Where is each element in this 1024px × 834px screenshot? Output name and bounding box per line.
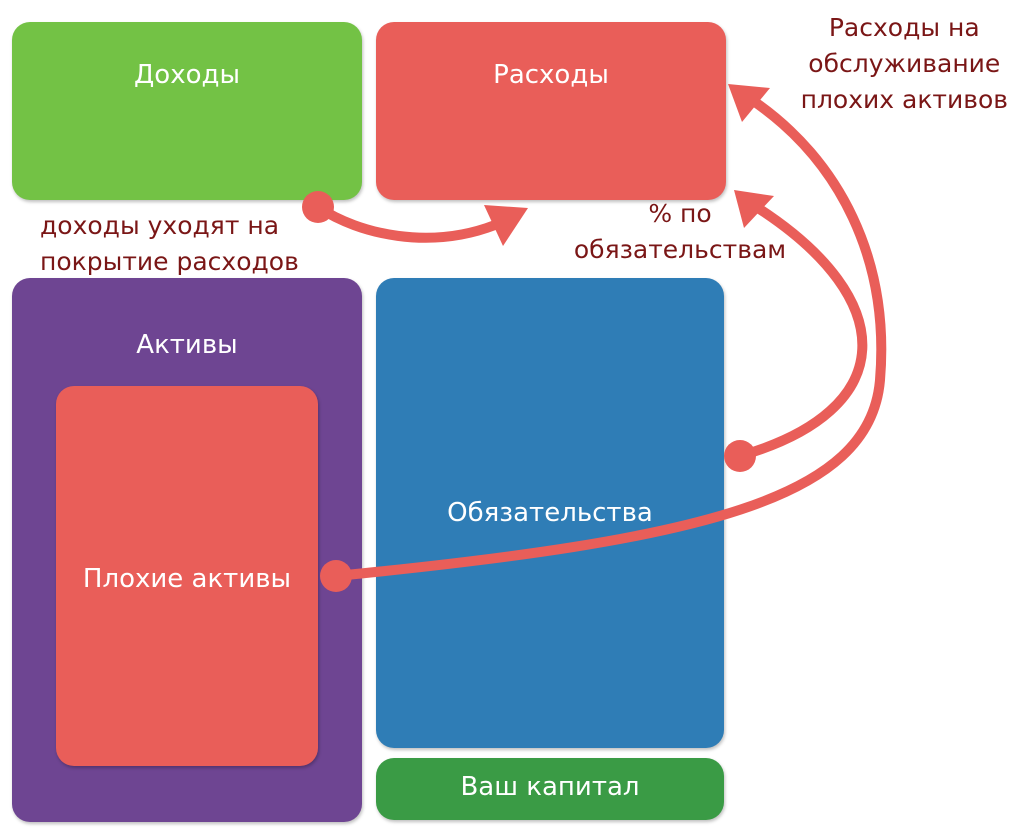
arrowhead-icon — [734, 190, 774, 228]
bad-assets-cost-note: Расходы на обслуживание плохих активов — [800, 13, 1008, 114]
dot-icon — [320, 560, 352, 592]
liabilities-box: Обязательства — [376, 278, 724, 748]
interest-arrow — [735, 203, 868, 461]
bad-assets-label: Плохие активы — [82, 564, 292, 594]
arrowhead-icon — [484, 205, 528, 246]
bad-assets-cost-arrow — [331, 95, 887, 581]
income-label: Доходы — [133, 60, 241, 90]
interest-note: % по обязательствам — [573, 199, 787, 264]
income-box: Доходы — [12, 22, 362, 200]
income-to-expenses-arrow — [313, 202, 500, 243]
equity-box: Ваш капитал — [376, 758, 724, 820]
arrowhead-icon — [728, 84, 770, 122]
bad-assets-box: Плохие активы — [56, 386, 318, 766]
liabilities-label: Обязательства — [447, 498, 653, 528]
equity-label: Ваш капитал — [460, 772, 640, 802]
income-to-expenses-note: доходы уходят на покрытие расходов — [40, 211, 299, 276]
expenses-box: Расходы — [376, 22, 726, 200]
dot-icon — [302, 191, 334, 223]
assets-label: Активы — [136, 330, 238, 360]
dot-icon — [724, 440, 756, 472]
expenses-label: Расходы — [493, 60, 609, 90]
